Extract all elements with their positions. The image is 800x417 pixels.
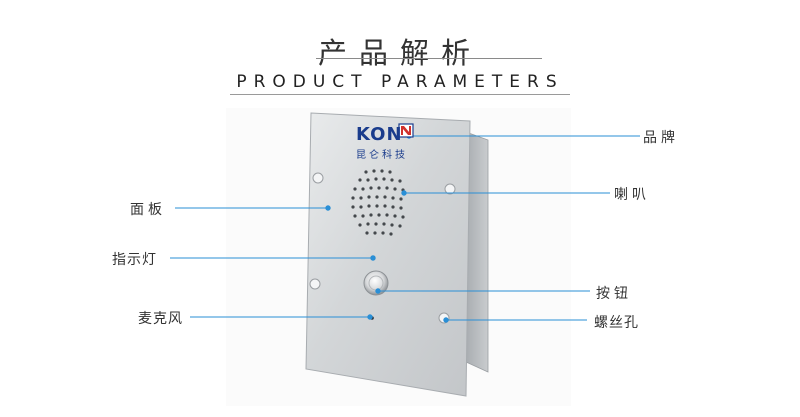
callout-screw-hole-label: 螺丝孔 bbox=[594, 315, 639, 331]
callout-indicator-label: 指示灯 bbox=[112, 252, 157, 268]
call-button bbox=[363, 270, 389, 296]
callout-brand-label: 品牌 bbox=[643, 130, 679, 146]
logo-mark bbox=[398, 123, 414, 138]
title-divider-bottom bbox=[230, 94, 570, 95]
brand-logo-text: KON bbox=[356, 124, 403, 145]
page-title-cn: 产品解析 bbox=[317, 36, 482, 70]
callout-button-label: 按钮 bbox=[596, 286, 632, 302]
callout-speaker-label: 喇叭 bbox=[614, 187, 650, 203]
callout-microphone-label: 麦克风 bbox=[138, 311, 183, 327]
brand-logo-subtitle: 昆仑科技 bbox=[356, 150, 408, 161]
title-divider-top bbox=[316, 58, 542, 59]
callout-lines bbox=[170, 133, 640, 323]
front-panel bbox=[305, 112, 471, 397]
callout-panel-label: 面板 bbox=[130, 202, 166, 218]
speaker-grille bbox=[351, 169, 405, 236]
page-title-en: PRODUCT PARAMETERS bbox=[236, 72, 564, 92]
